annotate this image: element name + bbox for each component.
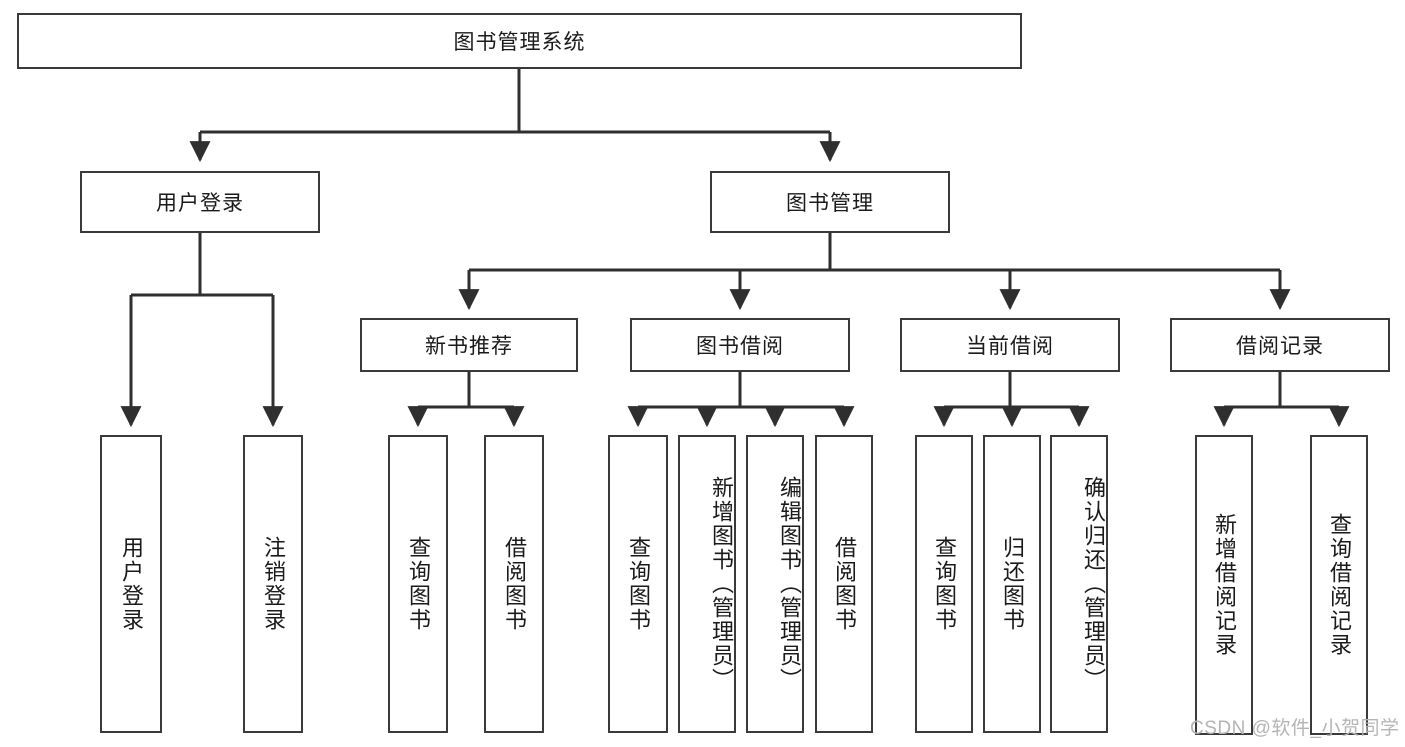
node-leaf-confirm-return[interactable]: 确认归还（管理员） (1050, 435, 1108, 733)
node-root-label: 图书管理系统 (453, 31, 586, 54)
node-book-borrow-label: 图书借阅 (696, 335, 784, 358)
node-leaf-confirm-return-label: 确认归还（管理员） (1081, 476, 1106, 692)
node-leaf-add-book[interactable]: 新增图书（管理员） (678, 435, 736, 733)
node-leaf-query-record-label: 查询借阅记录 (1326, 513, 1352, 657)
node-current-borrow-label: 当前借阅 (966, 335, 1054, 358)
node-leaf-edit-book[interactable]: 编辑图书（管理员） (746, 435, 804, 733)
node-leaf-logout[interactable]: 注销登录 (243, 435, 303, 733)
csdn-watermark: CSDN @软件_小贺同学 (1190, 718, 1400, 739)
node-leaf-query-book-1-label: 查询图书 (405, 536, 431, 632)
node-leaf-user-login[interactable]: 用户登录 (100, 435, 162, 733)
node-user-login[interactable]: 用户登录 (80, 171, 320, 233)
node-borrow-record-label: 借阅记录 (1236, 335, 1324, 358)
node-borrow-record[interactable]: 借阅记录 (1170, 318, 1390, 372)
node-leaf-add-record-label: 新增借阅记录 (1211, 513, 1237, 657)
node-root[interactable]: 图书管理系统 (17, 13, 1022, 69)
node-leaf-return-book-label: 归还图书 (999, 536, 1025, 632)
node-new-book-rec[interactable]: 新书推荐 (360, 318, 578, 372)
node-book-borrow[interactable]: 图书借阅 (630, 318, 850, 372)
node-leaf-return-book[interactable]: 归还图书 (983, 435, 1041, 733)
node-leaf-query-book-2-label: 查询图书 (625, 536, 651, 632)
node-current-borrow[interactable]: 当前借阅 (900, 318, 1120, 372)
node-leaf-borrow-book-1[interactable]: 借阅图书 (484, 435, 544, 733)
node-leaf-add-book-label: 新增图书（管理员） (709, 476, 734, 692)
node-leaf-query-record[interactable]: 查询借阅记录 (1310, 435, 1368, 735)
node-leaf-add-record[interactable]: 新增借阅记录 (1195, 435, 1253, 735)
node-leaf-logout-label: 注销登录 (260, 536, 286, 632)
node-leaf-query-book-3-label: 查询图书 (931, 536, 957, 632)
node-leaf-edit-book-label: 编辑图书（管理员） (777, 476, 802, 692)
node-leaf-query-book-1[interactable]: 查询图书 (388, 435, 448, 733)
node-leaf-query-book-3[interactable]: 查询图书 (915, 435, 973, 733)
node-leaf-borrow-book-2-label: 借阅图书 (831, 536, 857, 632)
node-book-manage-label: 图书管理 (786, 192, 874, 215)
node-new-book-rec-label: 新书推荐 (425, 335, 513, 358)
node-leaf-user-login-label: 用户登录 (118, 536, 144, 632)
node-book-manage[interactable]: 图书管理 (710, 171, 950, 233)
node-leaf-borrow-book-1-label: 借阅图书 (501, 536, 527, 632)
node-leaf-query-book-2[interactable]: 查询图书 (608, 435, 668, 733)
node-user-login-label: 用户登录 (156, 192, 244, 215)
node-leaf-borrow-book-2[interactable]: 借阅图书 (815, 435, 873, 733)
